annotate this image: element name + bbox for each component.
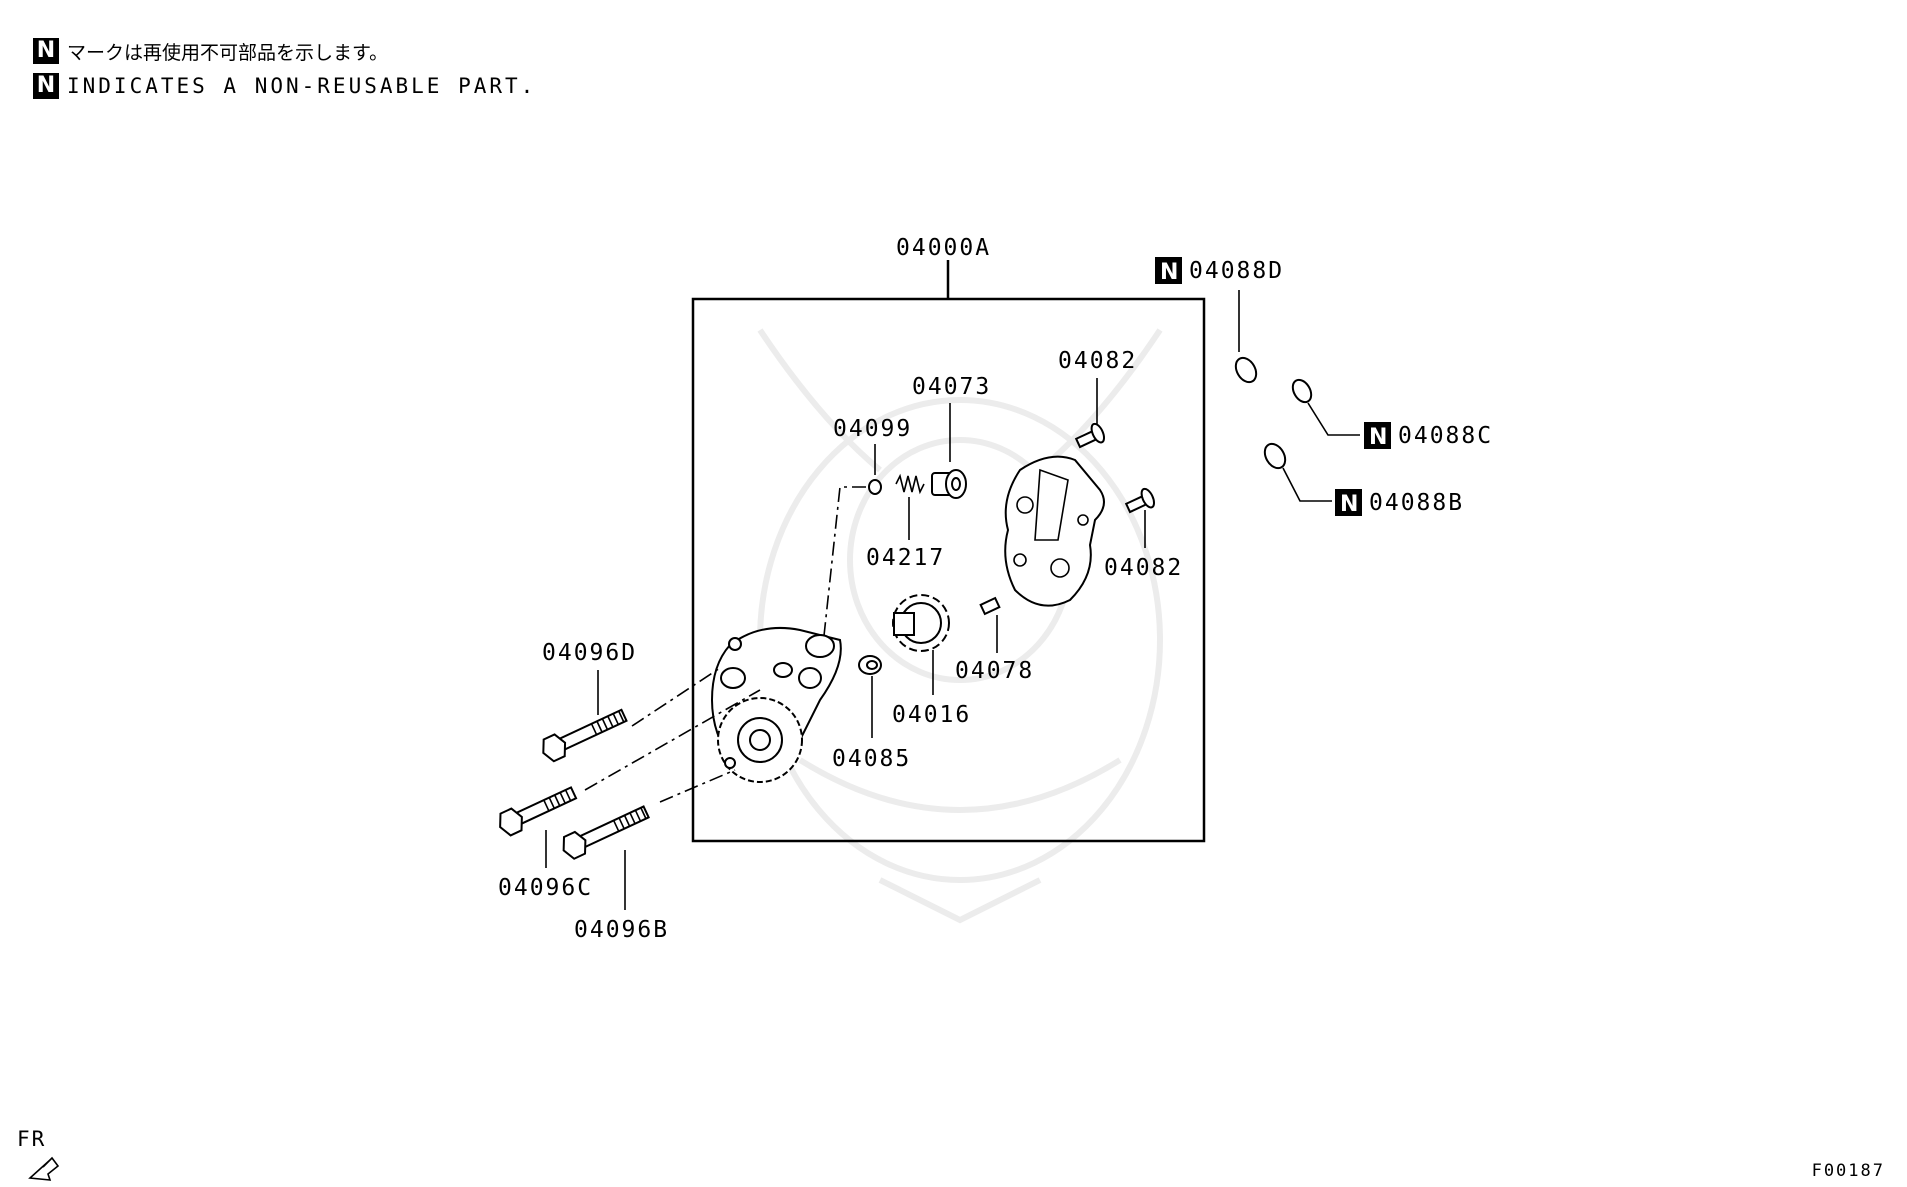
label-04096D: 04096D (542, 640, 637, 666)
callout-04082-top: 04082 (1058, 348, 1137, 449)
legend-japanese-text: マークは再使用不可部品を示します。 (67, 41, 389, 64)
o-ring-04088D (1234, 356, 1258, 384)
svg-text:N: N (1160, 260, 1178, 285)
screw-04082 (1074, 422, 1106, 449)
svg-text:N: N (1340, 492, 1358, 517)
pump-body (710, 626, 842, 783)
non-reusable-badge: N (33, 73, 59, 99)
label-04088B: 04088B (1369, 490, 1464, 516)
screw-04082 (1124, 487, 1156, 514)
label-04099: 04099 (833, 416, 912, 442)
label-04000A: 04000A (896, 235, 991, 261)
label-04082: 04082 (1058, 348, 1137, 374)
pump-cover-plate (1004, 455, 1105, 607)
label-04085: 04085 (832, 746, 911, 772)
label-04088D: 04088D (1189, 258, 1284, 284)
legend-japanese: N マークは再使用不可部品を示します。 (33, 37, 388, 65)
label-04096C: 04096C (498, 875, 593, 901)
label-04078: 04078 (955, 658, 1034, 684)
callout-04085: 04085 (832, 655, 911, 772)
non-reusable-badge: N (33, 38, 59, 64)
callout-04217: 04217 (866, 473, 945, 571)
direction-label: FR (17, 1127, 47, 1151)
bolt-04096D (542, 708, 628, 763)
o-ring-04088B (1263, 442, 1287, 470)
o-ring-04088C (1291, 378, 1313, 404)
spring-04217 (895, 473, 925, 495)
callout-04096D: 04096D (542, 640, 721, 763)
ball-04099 (868, 479, 882, 495)
callout-04016: 04016 (892, 594, 971, 728)
diagram-code: F00187 (1811, 1161, 1885, 1181)
front-arrow-icon (28, 1156, 60, 1181)
non-reusable-badge (1364, 422, 1391, 449)
callout-04096C: 04096C (498, 689, 761, 901)
callout-04082-right: 04082 (1104, 487, 1183, 581)
label-04217: 04217 (866, 545, 945, 571)
callout-04088C: N 04088C (1291, 378, 1493, 450)
bolt-04096C (499, 786, 578, 837)
legend-english-text: INDICATES A NON-REUSABLE PART. (67, 74, 537, 98)
non-reusable-badge (1335, 489, 1362, 516)
svg-text:N: N (1369, 425, 1387, 450)
label-04088C: 04088C (1398, 423, 1493, 449)
legend-english: N INDICATES A NON-REUSABLE PART. (33, 72, 536, 100)
callout-04088D: N 04088D (1155, 257, 1284, 384)
non-reusable-badge (1155, 257, 1182, 284)
callout-04073: 04073 (912, 374, 991, 499)
watermark (757, 328, 1163, 924)
label-04082: 04082 (1104, 555, 1183, 581)
callout-04096B: 04096B (562, 769, 736, 943)
label-04096B: 04096B (574, 917, 669, 943)
label-04073: 04073 (912, 374, 991, 400)
pin-04078 (979, 596, 1001, 616)
callout-04078: 04078 (955, 596, 1034, 684)
bolt-04096B (562, 805, 650, 860)
label-04016: 04016 (892, 702, 971, 728)
callout-04088B: N 04088B (1263, 442, 1464, 517)
